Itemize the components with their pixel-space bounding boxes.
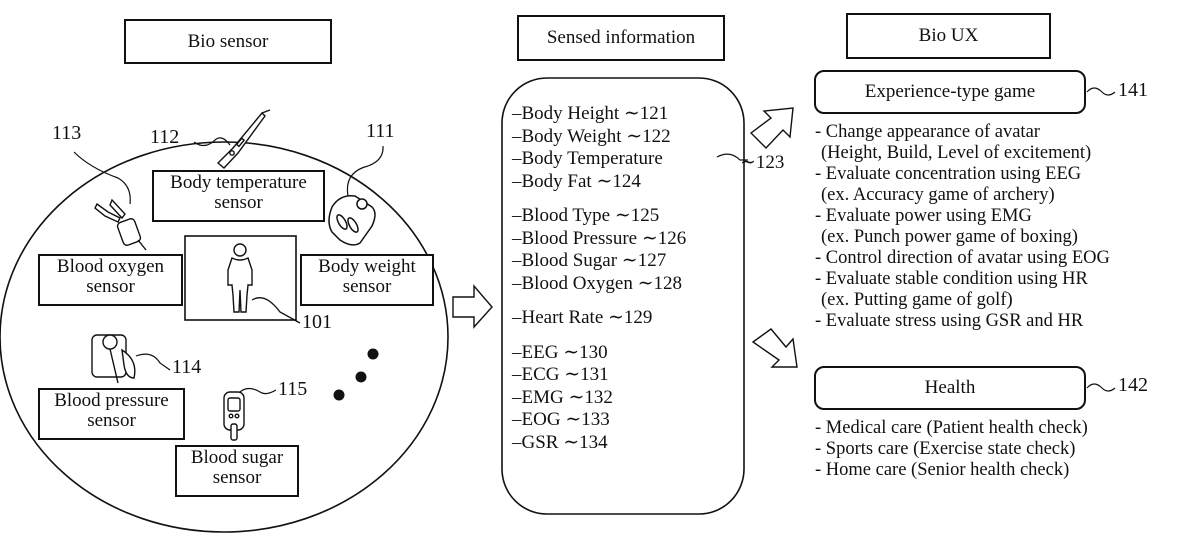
ref-112: 112 — [150, 126, 179, 149]
body-weight-sensor-label: Body weight sensor — [300, 254, 434, 306]
sensed-item-label: –Blood Pressure — [512, 228, 642, 249]
sensed-item-label: –Body Fat — [512, 171, 596, 192]
pulse-oximeter-icon — [95, 200, 146, 250]
sensed-item: –Body Fat ∼124 — [512, 171, 686, 194]
health-item: - Sports care (Exercise state check) — [815, 439, 1088, 460]
experience-game-item: (ex. Punch power game of boxing) — [815, 227, 1110, 248]
sensed-item-ref: ∼134 — [563, 432, 607, 453]
experience-game-item: (Height, Build, Level of excitement) — [815, 143, 1110, 164]
health-box: Health — [814, 366, 1086, 410]
experience-game-item: - Control direction of avatar using EOG — [815, 248, 1110, 269]
glucose-meter-icon — [224, 392, 244, 440]
sensed-item-ref: ∼132 — [568, 387, 612, 408]
sensed-item: –Body Temperature ∼123 — [512, 148, 686, 171]
health-item: - Home care (Senior health check) — [815, 460, 1088, 481]
sensed-item-label: –ECG — [512, 364, 564, 385]
bio-ux-title-box: Bio UX — [846, 13, 1051, 59]
sensed-item-ref: ∼123 — [740, 152, 784, 175]
sensed-item-ref: ∼127 — [622, 250, 666, 271]
experience-game-item: - Evaluate concentration using EEG — [815, 164, 1110, 185]
experience-game-box: Experience-type game — [814, 70, 1086, 114]
ref-113: 113 — [52, 122, 81, 145]
experience-game-label: Experience-type game — [865, 81, 1035, 103]
sensed-information-title-box: Sensed information — [517, 15, 725, 61]
sensed-item-label: –Blood Sugar — [512, 250, 622, 271]
sensed-item-label: –Body Height — [512, 103, 624, 124]
sensed-item-ref: ∼133 — [565, 409, 609, 430]
thermometer-icon — [218, 110, 270, 168]
sensed-item: –Blood Type ∼125 — [512, 205, 686, 228]
sensed-item-ref: ∼131 — [564, 364, 608, 385]
sensed-item-label: –Blood Oxygen — [512, 273, 638, 294]
ref-141: 141 — [1118, 79, 1148, 102]
sensed-item-ref: ∼128 — [638, 273, 682, 294]
health-items: - Medical care (Patient health check)- S… — [815, 418, 1088, 481]
ref-115: 115 — [278, 378, 307, 401]
blood-pressure-sensor-label: Blood pressure sensor — [38, 388, 185, 440]
sensed-item-ref: ∼121 — [624, 103, 668, 124]
sensed-item: –Blood Oxygen ∼128 — [512, 273, 686, 296]
bio-sensor-title: Bio sensor — [188, 32, 269, 52]
sensed-item: –Body Height ∼121 — [512, 103, 686, 126]
sensed-item-label: –EOG — [512, 409, 565, 430]
sensed-item: –Blood Sugar ∼127 — [512, 250, 686, 273]
experience-game-items: - Change appearance of avatar(Height, Bu… — [815, 122, 1110, 332]
arrow-info-to-health — [753, 329, 797, 367]
experience-game-item: - Evaluate power using EMG — [815, 206, 1110, 227]
sensed-item-label: –EEG — [512, 342, 563, 363]
sensed-item-ref: ∼126 — [642, 228, 686, 249]
sensed-item: –Body Weight ∼122 — [512, 126, 686, 149]
sensed-item-ref: ∼122 — [626, 126, 670, 147]
sensed-item-label: –Body Temperature — [512, 148, 663, 169]
experience-game-item: (ex. Putting game of golf) — [815, 290, 1110, 311]
sensed-item: –EOG ∼133 — [512, 409, 686, 432]
blood-oxygen-sensor-label: Blood oxygen sensor — [38, 254, 183, 306]
more-sensors-dots — [334, 349, 379, 401]
sensed-item-label: –GSR — [512, 432, 563, 453]
arrow-sensor-to-info — [453, 286, 492, 327]
sensed-item: –Heart Rate ∼129 — [512, 307, 686, 330]
sensed-item-label: –Heart Rate — [512, 307, 608, 328]
bio-sensor-title-box: Bio sensor — [124, 19, 332, 64]
sensed-item-ref: ∼130 — [563, 342, 607, 363]
sensed-item-label: –Body Weight — [512, 126, 626, 147]
experience-game-item: - Change appearance of avatar — [815, 122, 1110, 143]
experience-game-item: - Evaluate stress using GSR and HR — [815, 311, 1110, 332]
sensed-item: –EEG ∼130 — [512, 342, 686, 365]
ref-101: 101 — [302, 311, 332, 334]
sensed-information-list: –Body Height ∼121–Body Weight ∼122–Body … — [512, 103, 686, 454]
sensed-item-ref: ∼129 — [608, 307, 652, 328]
sensed-item-ref: ∼125 — [615, 205, 659, 226]
sensed-information-title: Sensed information — [547, 28, 695, 48]
ref-114: 114 — [172, 356, 201, 379]
ref-111: 111 — [366, 120, 395, 143]
experience-game-item: (ex. Accuracy game of archery) — [815, 185, 1110, 206]
health-label: Health — [925, 377, 976, 399]
sensed-item-ref: ∼124 — [596, 171, 640, 192]
bio-ux-title: Bio UX — [919, 26, 979, 46]
arrow-info-to-game — [751, 108, 793, 148]
scale-icon — [329, 196, 375, 245]
health-item: - Medical care (Patient health check) — [815, 418, 1088, 439]
sensed-item: –EMG ∼132 — [512, 387, 686, 410]
sensed-item: –Blood Pressure ∼126 — [512, 228, 686, 251]
body-temperature-sensor-label: Body temperature sensor — [152, 170, 325, 222]
sensed-item-label: –EMG — [512, 387, 568, 408]
blood-pressure-cuff-icon — [92, 335, 135, 383]
sensed-item-label: –Blood Type — [512, 205, 615, 226]
ref-142: 142 — [1118, 374, 1148, 397]
sensed-item: –ECG ∼131 — [512, 364, 686, 387]
sensed-item: –GSR ∼134 — [512, 432, 686, 455]
experience-game-item: - Evaluate stable condition using HR — [815, 269, 1110, 290]
blood-sugar-sensor-label: Blood sugar sensor — [175, 445, 299, 497]
